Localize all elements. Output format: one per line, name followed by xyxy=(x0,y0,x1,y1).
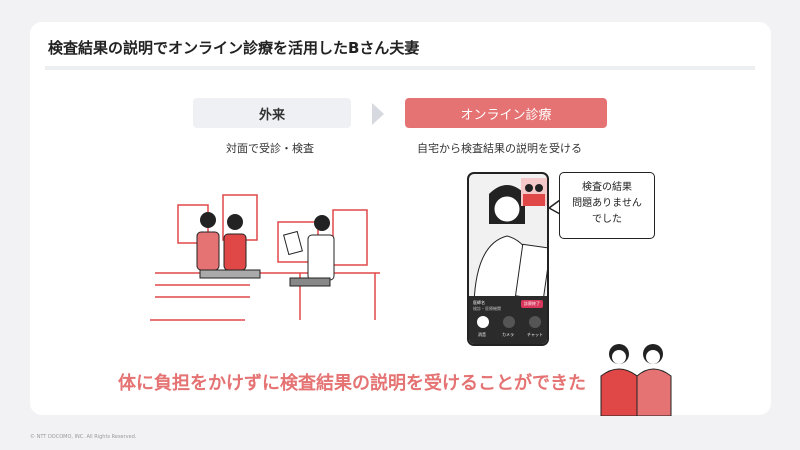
online-caption: 自宅から検査結果の説明を受ける xyxy=(417,142,582,155)
bubble-tail xyxy=(548,199,561,215)
end-call-button[interactable]: 診察終了 xyxy=(521,300,543,308)
outpatient-caption: 対面で受診・検査 xyxy=(226,142,314,155)
online-label: オンライン診療 xyxy=(405,98,607,128)
chat-button[interactable] xyxy=(529,316,541,328)
arrow-right-icon xyxy=(372,103,384,125)
call-controls: 医師名 検診・医療機関 診察終了 消音 カメラ チャット xyxy=(469,296,547,344)
doctor-illustration xyxy=(473,178,547,305)
camera-button[interactable] xyxy=(503,316,515,328)
couple-illustration xyxy=(600,344,672,416)
copyright: © NTT DOCOMO, INC. All Rights Reserved. xyxy=(30,434,137,440)
speech-bubble: 検査の結果 問題ありません でした xyxy=(559,172,655,239)
doctor-affiliation: 検診・医療機関 xyxy=(473,306,501,311)
clinic-illustration xyxy=(150,194,380,321)
doctor-name: 医師名 xyxy=(473,300,485,305)
chat-label: チャット xyxy=(527,332,543,337)
mute-button[interactable] xyxy=(477,316,489,328)
mute-label: 消音 xyxy=(478,332,486,337)
bubble-line: 問題ありません xyxy=(572,198,642,209)
result-message: 体に負担をかけずに検査結果の説明を受けることができた xyxy=(118,373,586,394)
divider xyxy=(45,66,755,70)
camera-label: カメラ xyxy=(502,332,514,337)
bubble-line: でした xyxy=(592,214,622,225)
phone-screen: 医師名 検診・医療機関 診察終了 消音 カメラ チャット xyxy=(467,172,549,346)
page-title: 検査結果の説明でオンライン診療を活用したBさん夫妻 xyxy=(48,39,420,57)
outpatient-label: 外来 xyxy=(193,98,351,128)
bubble-line: 検査の結果 xyxy=(582,182,632,193)
